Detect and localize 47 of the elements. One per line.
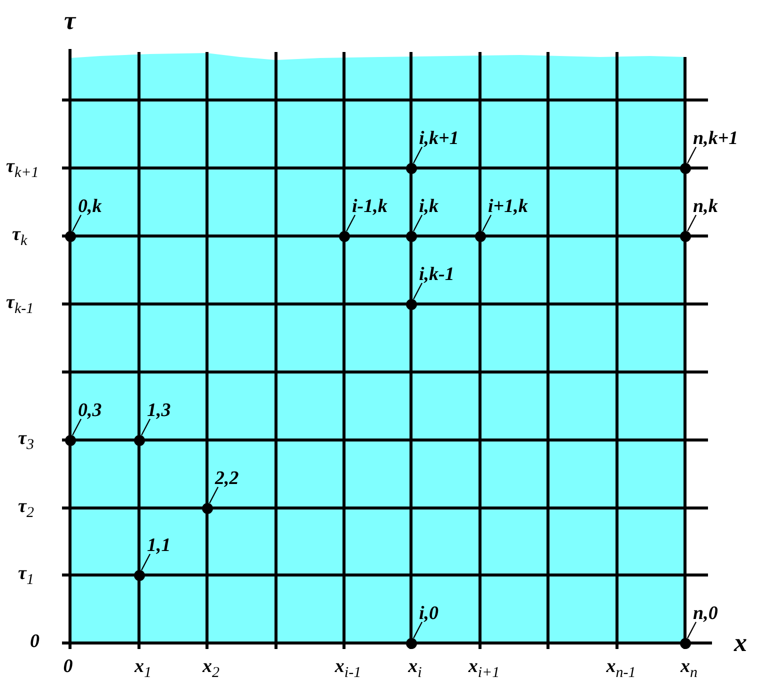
node-label: i,k <box>419 196 439 218</box>
node-label: 0,3 <box>78 400 102 422</box>
node-label: i,k-1 <box>419 264 454 286</box>
tick-label: x$_{n}$ <box>680 656 698 678</box>
node-label: n,k+1 <box>693 128 738 150</box>
leader-line <box>72 214 82 232</box>
axis-title: x <box>734 632 747 654</box>
tick-label: x$_{1}$ <box>134 656 152 678</box>
leader-line <box>482 214 492 232</box>
leader-line <box>413 282 423 300</box>
tick-label: τ$_{2}$ <box>18 496 34 518</box>
grid-point <box>64 434 76 446</box>
node-label: 2,2 <box>215 468 239 490</box>
leader-line <box>413 622 423 638</box>
node-label: 1,3 <box>147 400 171 422</box>
node-label: i,k+1 <box>419 128 459 150</box>
tick-label: τ$_{k+1}$ <box>6 156 39 178</box>
tick-label: τ$_{3}$ <box>18 428 34 450</box>
leader-line <box>413 214 423 232</box>
node-label: i-1,k <box>352 196 388 218</box>
tick-label: x$_{i-1}$ <box>334 656 362 678</box>
leader-line <box>209 486 219 504</box>
tick-label: x$_{2}$ <box>202 656 220 678</box>
leader-line <box>72 418 82 436</box>
leader-line <box>141 554 151 570</box>
tick-label: τ$_{k}$ <box>12 224 28 246</box>
tick-label: 0 <box>30 631 40 653</box>
leader-line <box>687 622 697 638</box>
leader-line <box>141 418 151 436</box>
axis-title: τ <box>64 10 76 32</box>
node-label: 1,1 <box>147 535 171 557</box>
leader-line <box>687 146 697 164</box>
tick-label: τ$_{k-1}$ <box>6 292 34 314</box>
tick-label: x$_{i}$ <box>408 656 422 678</box>
node-label: 0,k <box>78 196 102 218</box>
tick-label: x$_{i+1}$ <box>468 656 500 678</box>
grid-point <box>64 230 76 242</box>
tick-label: x$_{n-1}$ <box>606 656 636 678</box>
leader-line <box>413 146 423 164</box>
node-label: i,0 <box>419 603 439 625</box>
node-label: n,k <box>693 196 718 218</box>
leader-line <box>346 214 356 232</box>
node-label: i+1,k <box>488 196 528 218</box>
leader-line <box>687 214 697 232</box>
tick-label: τ$_{1}$ <box>18 563 34 585</box>
tick-label: 0 <box>63 656 73 678</box>
node-label: n,0 <box>693 603 718 625</box>
